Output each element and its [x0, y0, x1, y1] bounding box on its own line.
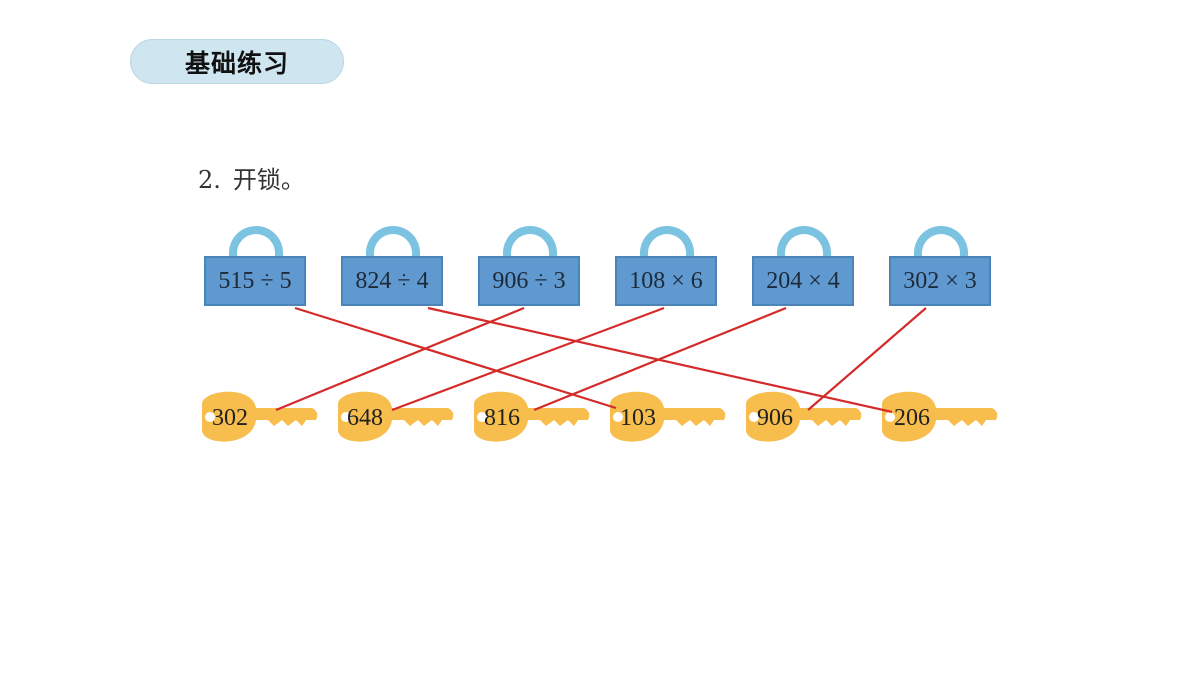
lock-shackle	[640, 226, 694, 262]
key-label-1: 302	[212, 405, 248, 431]
lock-shackle	[914, 226, 968, 262]
key-2[interactable]	[338, 391, 454, 442]
key-label-2: 648	[347, 405, 383, 431]
key-label-4: 103	[620, 405, 656, 431]
lock-5[interactable]: 204 × 4	[752, 256, 854, 306]
key-icon	[882, 391, 998, 442]
key-label-3: 816	[484, 405, 520, 431]
key-label-5: 906	[757, 405, 793, 431]
lock-shackle	[366, 226, 420, 262]
key-3[interactable]	[474, 391, 590, 442]
question-number: 2.	[198, 166, 221, 194]
key-icon	[338, 391, 454, 442]
lock-1[interactable]: 515 ÷ 5	[204, 256, 306, 306]
lock-3[interactable]: 906 ÷ 3	[478, 256, 580, 306]
key-hole	[885, 412, 895, 422]
key-icon	[474, 391, 590, 442]
key-icon	[746, 391, 862, 442]
match-line-4	[391, 306, 665, 412]
lock-shackle	[229, 226, 283, 262]
key-4[interactable]	[610, 391, 726, 442]
key-hole	[341, 412, 351, 422]
key-icon	[202, 391, 318, 442]
key-hole	[205, 412, 215, 422]
question-title: 2. 开锁。	[198, 160, 305, 195]
match-line-3	[275, 306, 525, 412]
key-icon	[610, 391, 726, 442]
match-line-1	[294, 306, 617, 410]
key-1[interactable]	[202, 391, 318, 442]
keys-layer	[202, 391, 998, 442]
key-5[interactable]	[746, 391, 862, 442]
lock-6[interactable]: 302 × 3	[889, 256, 991, 306]
section-tab: 基础练习	[130, 39, 344, 84]
key-hole	[613, 412, 623, 422]
key-hole	[749, 412, 759, 422]
match-line-5	[533, 306, 787, 412]
lock-shackle	[503, 226, 557, 262]
key-label-6: 206	[894, 405, 930, 431]
key-hole	[477, 412, 487, 422]
match-line-6	[807, 307, 927, 411]
section-tab-label: 基础练习	[184, 48, 289, 78]
match-lines-layer	[275, 306, 927, 414]
lock-shackle	[777, 226, 831, 262]
question-text: 开锁。	[232, 166, 305, 194]
lock-2[interactable]: 824 ÷ 4	[341, 256, 443, 306]
key-6[interactable]	[882, 391, 998, 442]
lock-4[interactable]: 108 × 6	[615, 256, 717, 306]
